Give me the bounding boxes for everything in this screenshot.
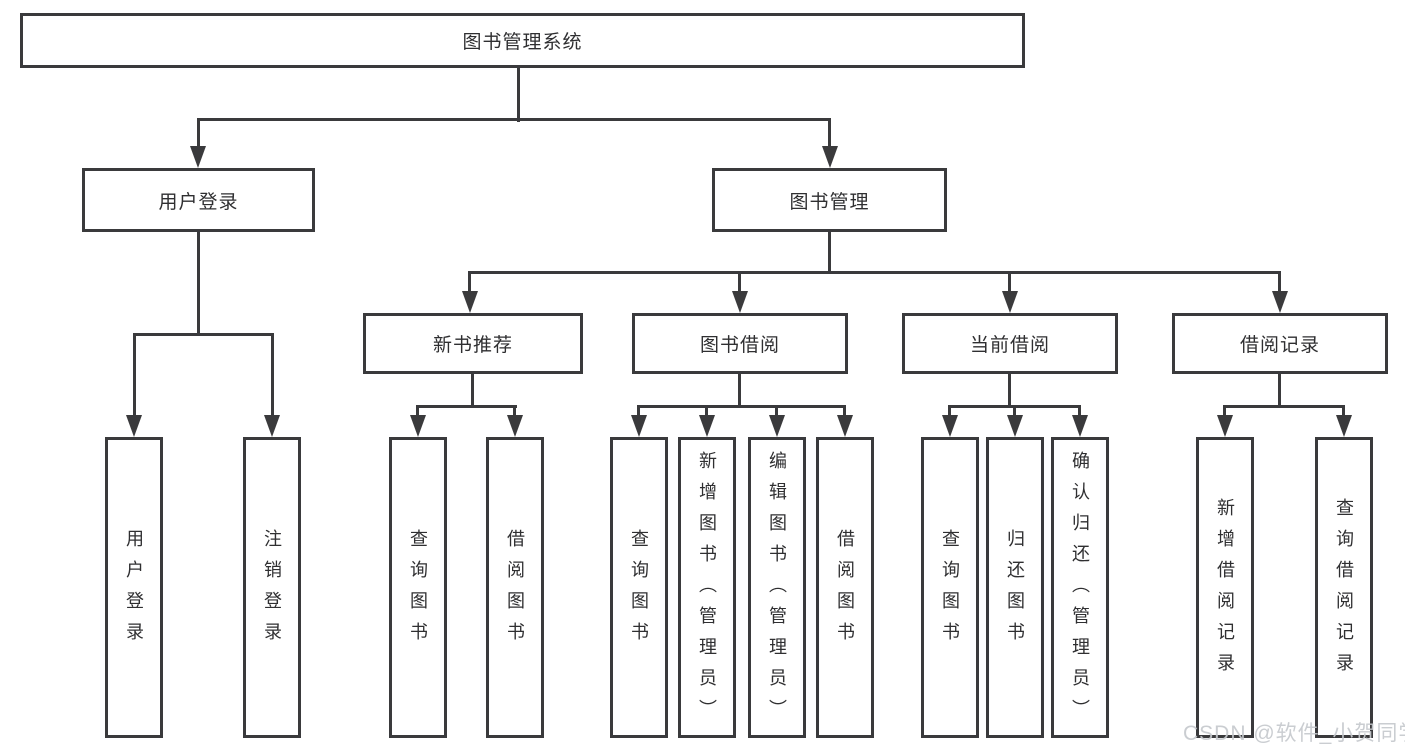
connector-line <box>738 374 741 408</box>
leaf-borrow-book-borrowing: 借阅图书 <box>816 437 874 738</box>
arrow-down-icon <box>1272 291 1288 313</box>
arrow-down-icon <box>410 415 426 437</box>
connector-line <box>416 405 517 408</box>
connector-line <box>468 271 471 295</box>
leaf-query-borrow-record: 查询借阅记录 <box>1315 437 1373 738</box>
connector-line <box>1008 271 1011 295</box>
connector-line <box>1078 405 1081 419</box>
connector-line <box>197 232 200 336</box>
connector-line <box>416 405 419 419</box>
node-book-borrowing: 图书借阅 <box>632 313 848 374</box>
arrow-down-icon <box>942 415 958 437</box>
connector-line <box>133 333 136 420</box>
arrow-down-icon <box>769 415 785 437</box>
leaf-query-book-current: 查询图书 <box>921 437 979 738</box>
arrow-down-icon <box>126 415 142 437</box>
connector-line <box>471 374 474 408</box>
arrow-down-icon <box>1002 291 1018 313</box>
arrow-down-icon <box>462 291 478 313</box>
arrow-down-icon <box>1007 415 1023 437</box>
node-new-book-recommend: 新书推荐 <box>363 313 583 374</box>
leaf-confirm-return-admin: 确认归还（管理员） <box>1051 437 1109 738</box>
connector-line <box>828 232 831 274</box>
node-user-login: 用户登录 <box>82 168 315 232</box>
arrow-down-icon <box>732 291 748 313</box>
connector-line <box>705 405 708 419</box>
connector-line <box>513 405 516 419</box>
connector-line <box>468 271 1281 274</box>
arrow-down-icon <box>822 146 838 168</box>
leaf-add-book-admin: 新增图书（管理员） <box>678 437 736 738</box>
connector-line <box>1278 271 1281 295</box>
leaf-user-login: 用户登录 <box>105 437 163 738</box>
leaf-query-book-borrowing: 查询图书 <box>610 437 668 738</box>
connector-line <box>828 118 831 150</box>
connector-line <box>133 333 274 336</box>
arrow-down-icon <box>837 415 853 437</box>
connector-line <box>1008 374 1011 408</box>
connector-line <box>948 405 951 419</box>
connector-line <box>738 271 741 295</box>
connector-line <box>1223 405 1226 419</box>
leaf-borrow-book-newrec: 借阅图书 <box>486 437 544 738</box>
node-current-borrowing: 当前借阅 <box>902 313 1118 374</box>
connector-line <box>637 405 846 408</box>
connector-line <box>517 68 520 122</box>
connector-line <box>637 405 640 419</box>
arrow-down-icon <box>699 415 715 437</box>
node-book-management: 图书管理 <box>712 168 947 232</box>
connector-line <box>1342 405 1345 419</box>
connector-line <box>843 405 846 419</box>
arrow-down-icon <box>507 415 523 437</box>
leaf-edit-book-admin: 编辑图书（管理员） <box>748 437 806 738</box>
arrow-down-icon <box>1336 415 1352 437</box>
connector-line <box>1013 405 1016 419</box>
connector-line <box>775 405 778 419</box>
node-borrowing-records: 借阅记录 <box>1172 313 1388 374</box>
connector-line <box>271 333 274 420</box>
connector-line <box>197 118 200 150</box>
leaf-return-book: 归还图书 <box>986 437 1044 738</box>
arrow-down-icon <box>1217 415 1233 437</box>
leaf-add-borrow-record: 新增借阅记录 <box>1196 437 1254 738</box>
arrow-down-icon <box>631 415 647 437</box>
leaf-query-book-newrec: 查询图书 <box>389 437 447 738</box>
node-library-management-system: 图书管理系统 <box>20 13 1025 68</box>
connector-line <box>197 118 831 121</box>
arrow-down-icon <box>264 415 280 437</box>
arrow-down-icon <box>1072 415 1088 437</box>
connector-line <box>1278 374 1281 408</box>
connector-line <box>1223 405 1345 408</box>
csdn-watermark: CSDN @软件_小贺同学 <box>1183 722 1405 745</box>
leaf-logout: 注销登录 <box>243 437 301 738</box>
arrow-down-icon <box>190 146 206 168</box>
